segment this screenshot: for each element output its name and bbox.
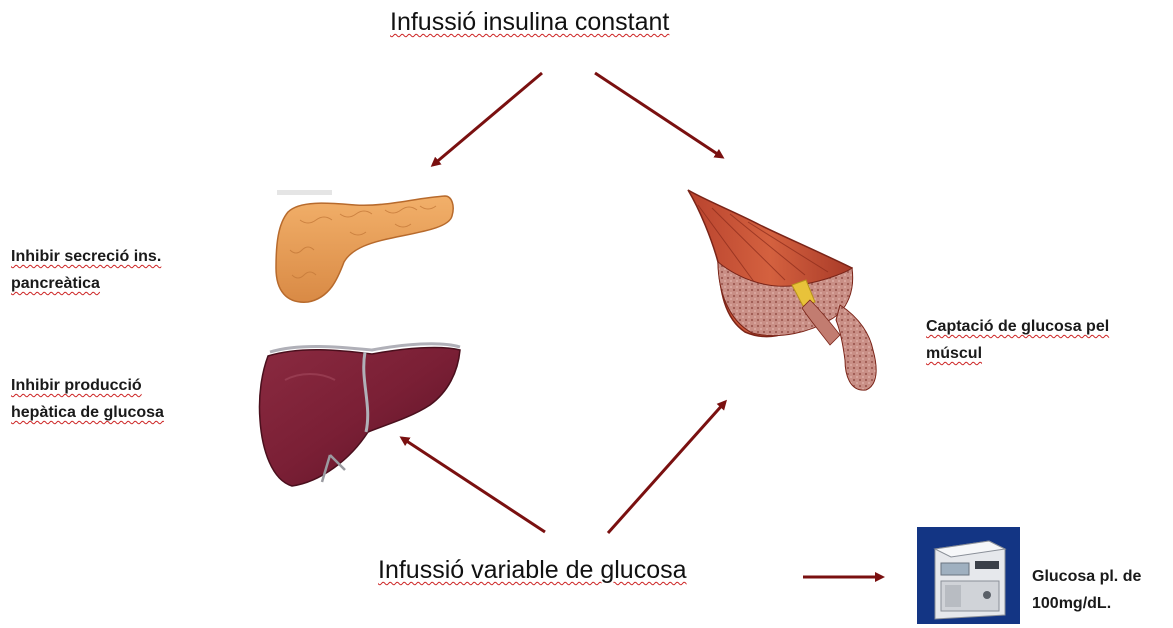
glucose-label: Glucosa pl. de 100mg/dL. — [1032, 563, 1141, 617]
liver-label: Inhibir producció hepàtica de glucosa — [11, 372, 164, 426]
pancreas-label: Inhibir secreció ins. pancreàtica — [11, 243, 161, 297]
liver-label-line-1: Inhibir producció — [11, 372, 164, 399]
glucose-label-line-2: 100mg/dL. — [1032, 590, 1141, 617]
pancreas-icon — [276, 190, 453, 302]
glucose-label-line-1: Glucosa pl. de — [1032, 563, 1141, 590]
bottom-title: Infussió variable de glucosa — [378, 556, 687, 585]
arrow-glucose-to-liver — [402, 438, 545, 532]
liver-icon — [259, 344, 460, 486]
pancreas-label-line-2: pancreàtica — [11, 270, 161, 297]
liver-label-line-2: hepàtica de glucosa — [11, 399, 164, 426]
arrow-insulin-to-muscle — [595, 73, 722, 157]
muscle-label-line-1: Captació de glucosa pel — [926, 313, 1109, 340]
muscle-label: Captació de glucosa pel múscul — [926, 313, 1109, 367]
glucose-analyzer-icon — [917, 527, 1020, 624]
pancreas-label-line-1: Inhibir secreció ins. — [11, 243, 161, 270]
arrow-insulin-to-pancreas — [433, 73, 542, 165]
top-title: Infussió insulina constant — [390, 8, 669, 37]
muscle-label-line-2: múscul — [926, 340, 1109, 367]
arrow-glucose-to-muscle — [608, 402, 725, 533]
muscle-icon — [688, 190, 876, 390]
